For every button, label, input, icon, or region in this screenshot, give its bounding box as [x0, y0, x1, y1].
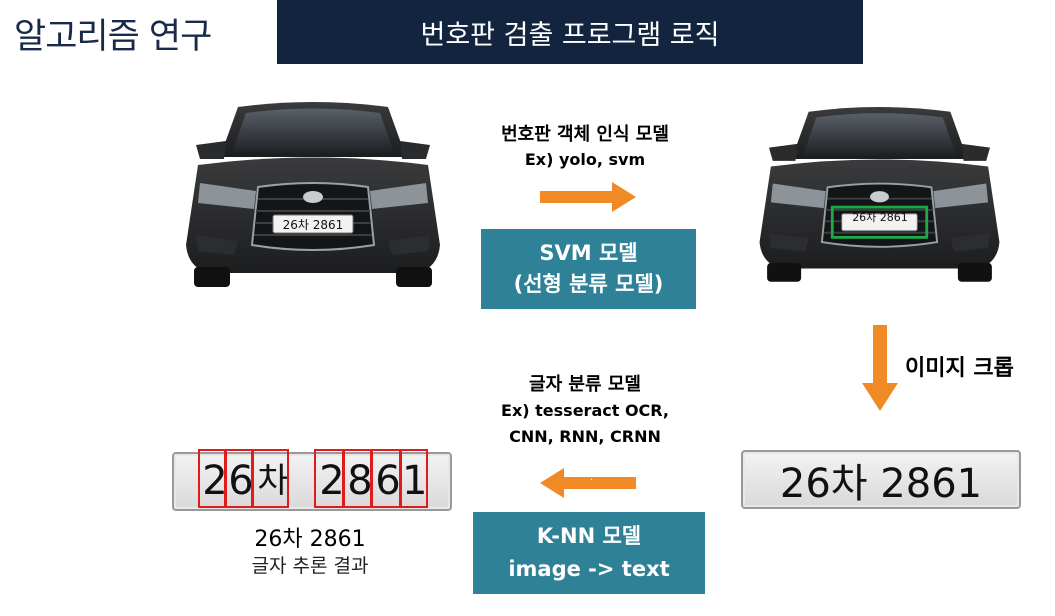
step3-sub-line2: CNN, RNN, CRNN [509, 427, 661, 446]
image-crop-label: 이미지 크롭 [905, 356, 1014, 381]
cropped-plate: 26차 2861 [741, 450, 1021, 509]
segment-box-6 [371, 449, 401, 508]
right-arrow-icon [540, 180, 636, 214]
knn-box-line2: image -> text [508, 557, 670, 581]
car-plate-text: 26차 2861 [282, 217, 344, 232]
banner-title-text: 번호판 검출 프로그램 로직 [420, 19, 720, 51]
cropped-plate-text: 26차 2861 [779, 460, 983, 507]
detection-box [830, 205, 929, 239]
segment-box-7 [400, 449, 428, 508]
segment-box-3 [252, 449, 289, 508]
segment-char-1: 2 [202, 458, 228, 504]
section-title: 알고리즘 연구 [14, 17, 212, 57]
step3-sub-line1: Ex) tesseract OCR, [501, 401, 669, 420]
segment-box-2 [225, 449, 253, 508]
segment-box-1 [198, 449, 226, 508]
result-value: 26차 2861 [254, 527, 366, 552]
knn-model-box: K-NN 모델 image -> text [473, 512, 705, 594]
step3-title: 글자 분류 모델 [529, 374, 641, 395]
svm-model-box: SVM 모델 (선형 분류 모델) [481, 229, 696, 309]
step1-title: 번호판 객체 인식 모델 [501, 124, 669, 145]
segment-box-5 [343, 449, 372, 508]
knn-box-line1: K-NN 모델 [536, 524, 642, 548]
segment-char-6: 6 [375, 458, 401, 504]
segmented-plate: 2 6 차 2 8 6 1 [172, 452, 452, 511]
svm-box-line2: (선형 분류 모델) [513, 272, 664, 296]
car-front-illustration-detected [759, 107, 1000, 282]
car-plate-text-detected: 26차 2861 [852, 210, 908, 224]
car-front-illustration [186, 102, 440, 287]
car-image-original: 26차 2861 [178, 95, 448, 290]
segment-char-4: 2 [319, 458, 345, 504]
step1-subtitle: Ex) yolo, svm [524, 150, 646, 169]
down-arrow-icon [862, 325, 898, 411]
left-arrow-icon [540, 466, 636, 500]
segment-char-2: 6 [228, 458, 254, 504]
segment-char-3: 차 [257, 461, 289, 501]
segment-box-4 [314, 449, 344, 508]
svm-box-line1: SVM 모델 [539, 241, 638, 265]
car-image-detected: 26차 2861 [752, 95, 1007, 290]
result-caption: 글자 추론 결과 [251, 555, 369, 577]
segment-char-5: 8 [347, 458, 373, 504]
segment-char-7: 1 [402, 458, 428, 504]
arrow-dot: . [590, 472, 594, 483]
banner-title: 번호판 검출 프로그램 로직 [277, 0, 863, 64]
